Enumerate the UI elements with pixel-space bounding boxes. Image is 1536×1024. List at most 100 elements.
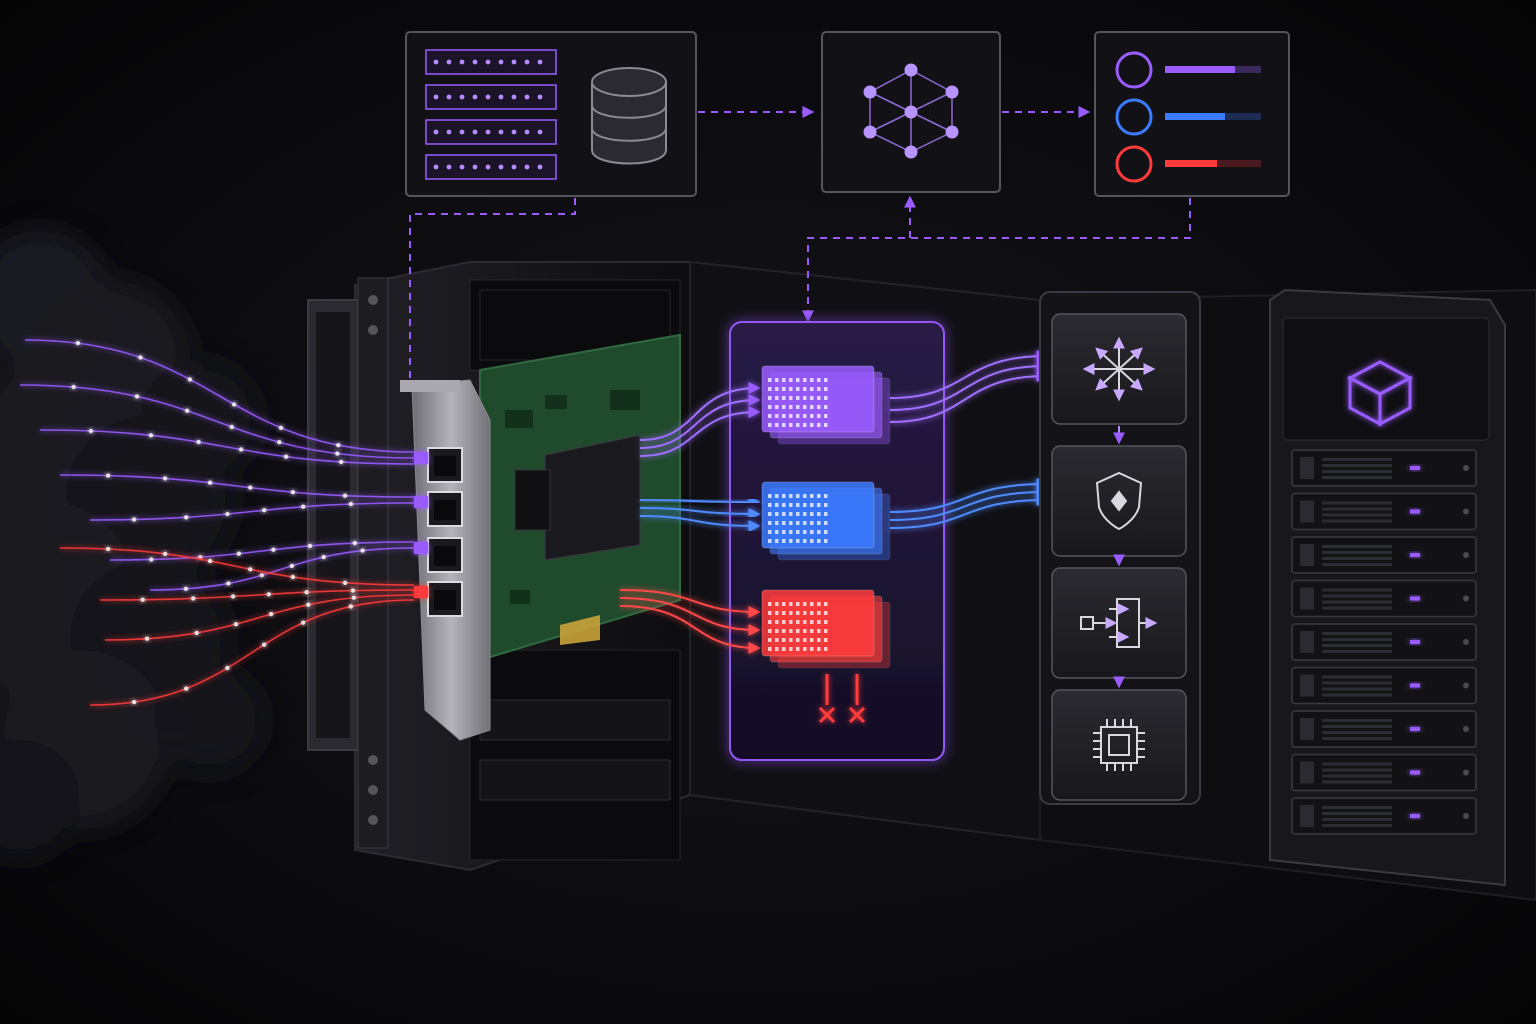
ethernet-port-socket [434, 500, 456, 520]
storage-led [511, 59, 517, 65]
drive-led [1410, 509, 1420, 514]
server-rack [1269, 288, 1506, 887]
drive-vent [1322, 768, 1392, 772]
storage-led [446, 164, 452, 170]
drive-vent [1322, 600, 1392, 604]
arrow-ray [1095, 368, 1120, 391]
packet-cell [782, 530, 786, 534]
fiber-pulse [88, 428, 94, 434]
packet-cell [810, 611, 814, 615]
traffic-flows [619, 350, 1269, 654]
packet-cell [782, 620, 786, 624]
packet-cell [810, 512, 814, 516]
storage-led [446, 94, 452, 100]
flow-line [639, 394, 761, 449]
fiber-pulse [271, 547, 276, 552]
packet-cell [810, 602, 814, 606]
fiber-pulse [105, 546, 111, 552]
nic-heatsink [514, 434, 641, 561]
fiber-pulse [248, 485, 253, 490]
flow-line [639, 382, 761, 441]
drive-bay [1291, 666, 1477, 705]
packet-cell [810, 423, 814, 427]
drive-vent [1322, 638, 1392, 641]
packet-cell [789, 647, 793, 651]
drive-handle [1300, 674, 1314, 697]
storage-led [537, 94, 543, 100]
packet-cell [810, 414, 814, 418]
fiber-pulse [144, 636, 150, 641]
fiber-pulse [229, 424, 234, 430]
drive-led [1410, 466, 1420, 470]
storage-led [459, 59, 465, 65]
packet-cell [803, 503, 807, 507]
storage-led [498, 164, 504, 170]
drive-vent [1322, 687, 1392, 691]
fiber-pulse [183, 586, 189, 591]
fiber-pulse [226, 581, 231, 586]
drive-vent [1322, 501, 1392, 505]
fiber-pulse [196, 439, 201, 445]
packet-cell [796, 602, 800, 606]
packet-cell [782, 423, 786, 427]
fiber-pulse [348, 501, 354, 507]
arrow-ray [1095, 347, 1120, 370]
chip-body [1100, 726, 1138, 764]
drive-vent [1322, 551, 1392, 554]
drive-vent [1322, 470, 1392, 473]
storage-led [433, 94, 439, 100]
packet-cell [782, 494, 786, 498]
fiber-pulse [131, 699, 137, 705]
drive-bay [1291, 449, 1477, 487]
packet-cell [803, 602, 807, 606]
packet-cell [796, 494, 800, 498]
storage-led [498, 94, 504, 100]
storage-led [472, 164, 478, 170]
drive-handle [1300, 500, 1314, 523]
packet-cell [768, 611, 772, 615]
packet-cell [810, 530, 814, 534]
network-node [904, 145, 918, 159]
packet-cell [775, 387, 779, 391]
packet-cell [789, 414, 793, 418]
flow-line [639, 507, 761, 520]
fiber-pulse [231, 402, 237, 407]
packet-cell [768, 602, 772, 606]
drive-led [1410, 770, 1420, 775]
packet-cell [810, 638, 814, 642]
packet-cell [810, 647, 814, 651]
fiber-strand [59, 474, 415, 498]
packet-cell [824, 521, 828, 525]
inference-panel [821, 31, 1001, 193]
fiber-pulse [105, 473, 111, 478]
fiber-pulse [307, 543, 313, 549]
fiber-pulse [352, 540, 357, 546]
fiber-pulse [342, 580, 348, 585]
packet-cell [768, 647, 772, 651]
fiber-pulse [351, 595, 357, 600]
nic-ports [414, 447, 463, 617]
fiber-pulse [184, 408, 190, 413]
packet-cell [796, 647, 800, 651]
storage-led [472, 129, 478, 135]
neural-network-icon [863, 63, 959, 159]
drive-vent [1322, 762, 1392, 766]
network-node [904, 105, 918, 119]
drive-screw [1463, 813, 1469, 819]
packet-cell [817, 423, 821, 427]
drive-vent [1322, 464, 1392, 467]
packet-cell [803, 405, 807, 409]
packet-cell [803, 611, 807, 615]
drive-led [1410, 683, 1420, 688]
smoke-cloud [0, 230, 265, 860]
fiber-pulse [225, 665, 230, 671]
packet-cell [768, 629, 772, 633]
fiber-pulse [191, 596, 196, 601]
packet-cell [775, 638, 779, 642]
fiber-pulse [262, 642, 267, 647]
fiber-pulse [248, 567, 253, 572]
drive-vent [1322, 545, 1392, 548]
packet-cell [817, 647, 821, 651]
packet-cell [775, 423, 779, 427]
